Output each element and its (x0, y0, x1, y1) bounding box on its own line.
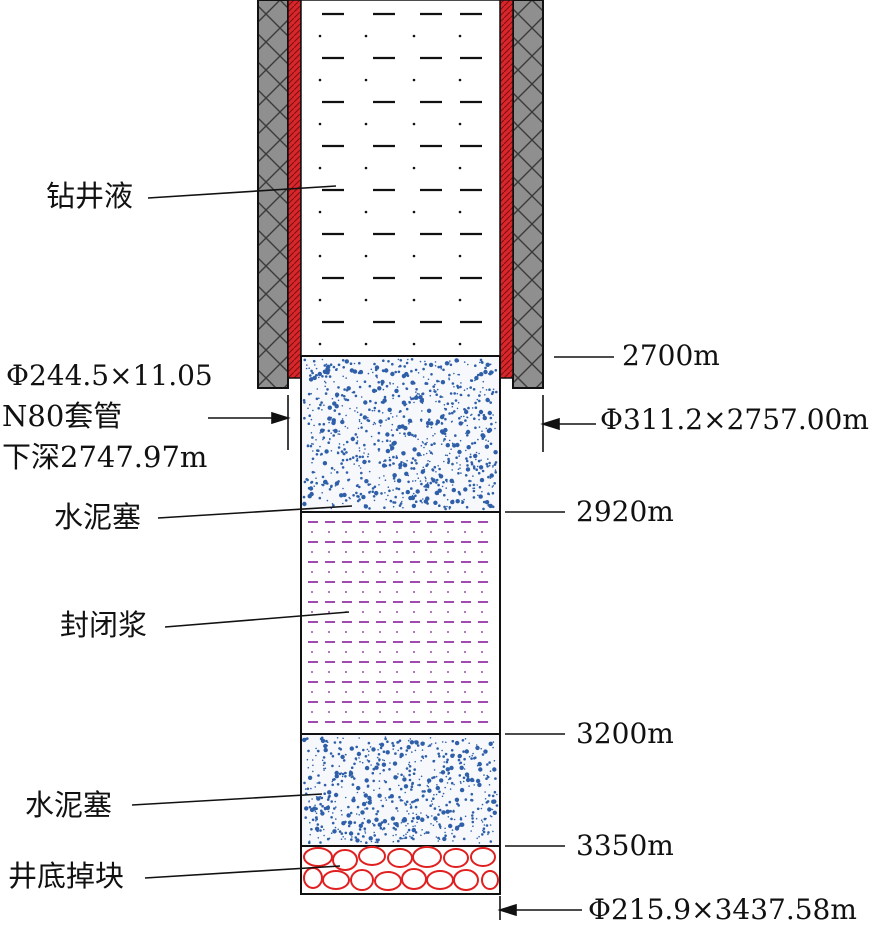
label-casing-spec: Φ244.5×11.05 (6, 359, 213, 392)
label-casing-grade: N80套管 (2, 399, 123, 433)
depth-2700: 2700m (622, 339, 720, 372)
depth-3350: 3350m (576, 829, 674, 862)
sealing-slurry-pattern (308, 521, 488, 723)
label-bottom-debris: 井底掉块 (8, 859, 125, 893)
leader-cement-upper (157, 505, 353, 519)
depth-3200: 3200m (576, 717, 674, 750)
right-casing-wall (499, 0, 514, 379)
bottom-debris-pattern (303, 846, 499, 891)
drilling-fluid-pattern (318, 12, 482, 346)
label-cement-plug-upper: 水泥塞 (54, 500, 142, 534)
leader-debris (144, 865, 341, 879)
label-cement-plug-lower: 水泥塞 (25, 788, 113, 822)
label-drilling-fluid: 钻井液 (46, 179, 134, 213)
upper-cement-dots (302, 358, 498, 511)
depth-2920: 2920m (576, 495, 674, 528)
leader-drilling-fluid (147, 185, 337, 199)
label-casing-depth: 下深2747.97m (2, 440, 208, 474)
hole-size-lower: Φ215.9×3437.58m (588, 893, 857, 926)
arrow-lower-hole (497, 903, 517, 917)
hole-size-upper: Φ311.2×2757.00m (600, 403, 869, 436)
left-cement-sheath (257, 0, 289, 389)
right-cement-sheath (512, 0, 544, 389)
leader-sealing-slurry (164, 611, 350, 628)
arrow-casing (271, 411, 291, 425)
leader-lines (131, 185, 614, 879)
label-sealing-slurry: 封闭浆 (60, 608, 148, 642)
leader-cement-lower (131, 793, 323, 806)
dimension-arrows (208, 395, 596, 920)
arrow-upper-hole (540, 417, 560, 431)
lower-cement-dots (302, 736, 499, 845)
drilling-fluid-zone (300, 0, 501, 357)
